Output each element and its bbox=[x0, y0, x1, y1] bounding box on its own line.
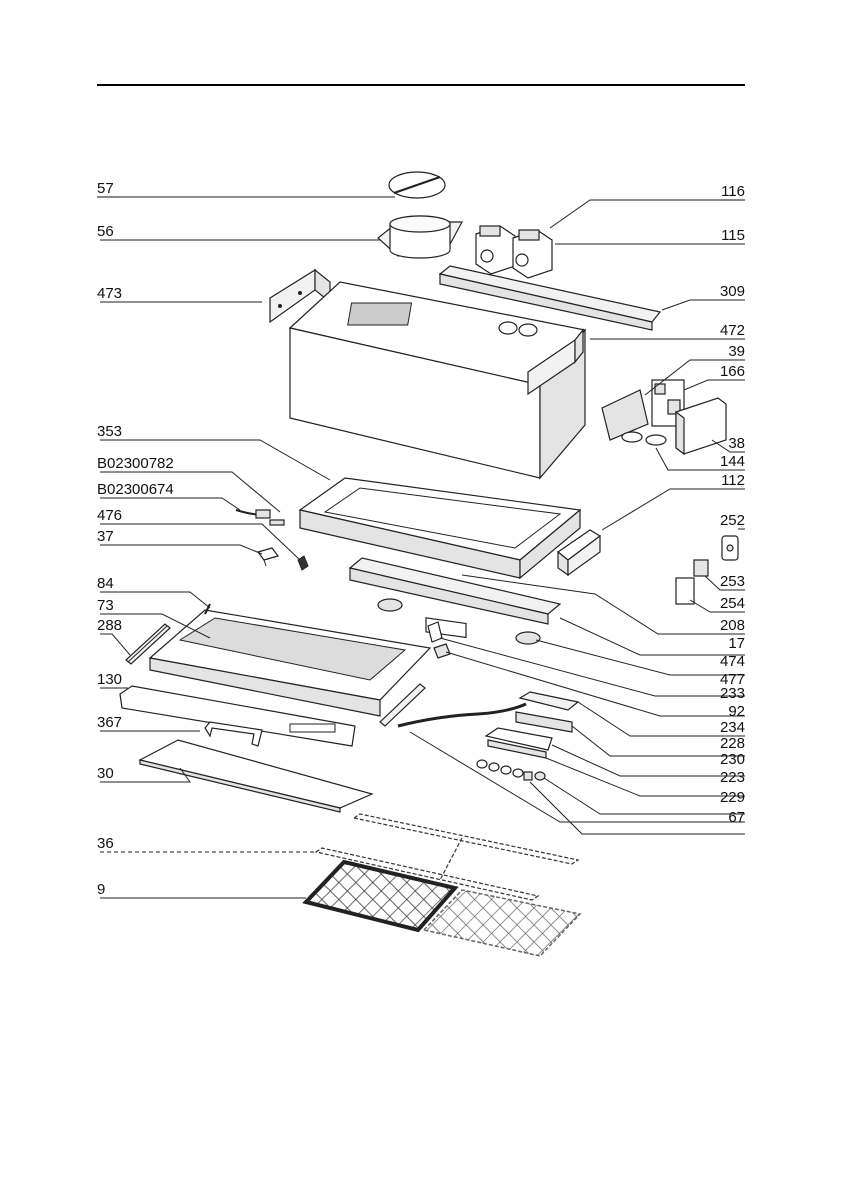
label-230: 230 bbox=[720, 751, 745, 768]
label-228: 228 bbox=[720, 735, 745, 752]
label-9: 9 bbox=[97, 881, 105, 898]
label-166: 166 bbox=[720, 363, 745, 380]
screw-476-part bbox=[298, 556, 308, 570]
label-367: 367 bbox=[97, 714, 122, 731]
label-233: 233 bbox=[720, 685, 745, 702]
label-254: 254 bbox=[720, 595, 745, 612]
label-30: 30 bbox=[97, 765, 114, 782]
label-130: 130 bbox=[97, 671, 122, 688]
label-39: 39 bbox=[728, 343, 745, 360]
control-panel-parts bbox=[486, 692, 578, 758]
label-84: 84 bbox=[97, 575, 114, 592]
label-73: 73 bbox=[97, 597, 114, 614]
switch-parts bbox=[676, 536, 738, 604]
label-B02300782: B02300782 bbox=[97, 455, 174, 472]
labels-left: 57 56 473 353 B02300782 B02300674 476 37… bbox=[97, 180, 174, 898]
label-288: 288 bbox=[97, 617, 122, 634]
cable-parts bbox=[236, 510, 284, 525]
labels-right: 116 115 309 472 39 166 38 144 112 252 25… bbox=[720, 183, 745, 826]
label-116: 116 bbox=[721, 183, 745, 200]
label-144: 144 bbox=[720, 453, 745, 470]
outlet-collar-part bbox=[378, 216, 462, 258]
label-36: 36 bbox=[97, 835, 114, 852]
buttons-parts bbox=[477, 760, 545, 780]
label-112: 112 bbox=[721, 472, 745, 489]
label-253: 253 bbox=[720, 573, 745, 590]
label-476: 476 bbox=[97, 507, 122, 524]
base-strip-30-part bbox=[140, 740, 372, 812]
cable-67-part bbox=[398, 704, 526, 726]
label-115: 115 bbox=[721, 227, 745, 244]
label-309: 309 bbox=[720, 283, 745, 300]
motor-blocks-part bbox=[476, 226, 552, 278]
label-472: 472 bbox=[720, 322, 745, 339]
label-474: 474 bbox=[720, 653, 745, 670]
label-234: 234 bbox=[720, 719, 745, 736]
frame-353-part bbox=[300, 478, 580, 578]
label-56: 56 bbox=[97, 223, 114, 240]
label-229: 229 bbox=[720, 789, 745, 806]
part-drawings bbox=[120, 172, 738, 956]
label-67: 67 bbox=[728, 809, 745, 826]
label-38: 38 bbox=[728, 435, 745, 452]
grease-filter-9-part bbox=[306, 862, 580, 956]
label-208: 208 bbox=[720, 617, 745, 634]
label-92: 92 bbox=[728, 703, 745, 720]
label-17: 17 bbox=[728, 635, 745, 652]
label-473: 473 bbox=[97, 285, 122, 302]
clips-144-part bbox=[622, 432, 666, 445]
label-223: 223 bbox=[720, 769, 745, 786]
damper-flap-part bbox=[389, 172, 445, 198]
label-B02300674: B02300674 bbox=[97, 481, 174, 498]
label-252: 252 bbox=[720, 512, 745, 529]
pcb-plate-part bbox=[602, 390, 648, 440]
clip-37-part bbox=[258, 548, 278, 566]
label-353: 353 bbox=[97, 423, 122, 440]
label-37: 37 bbox=[97, 528, 114, 545]
label-57: 57 bbox=[97, 180, 114, 197]
